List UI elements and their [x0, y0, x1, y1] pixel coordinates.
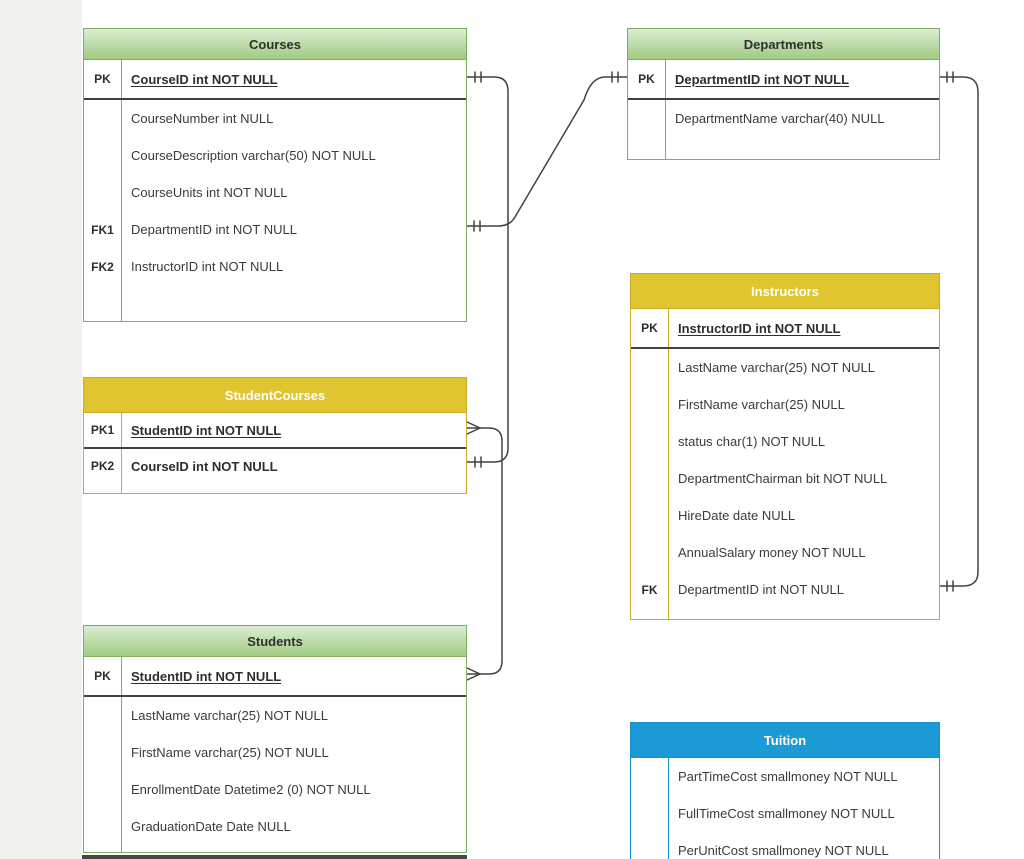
table-body: PK CourseID int NOT NULL CourseNumber int …	[84, 60, 466, 321]
table-title[interactable]: Courses	[84, 29, 466, 60]
table-row[interactable]: FK1 DepartmentID int NOT NULL	[84, 211, 466, 248]
table-row[interactable]: DepartmentName varchar(40) NULL	[628, 100, 939, 137]
key-label: PK	[94, 669, 111, 683]
connector-departments-instructors[interactable]	[939, 71, 979, 592]
table-title[interactable]: Instructors	[631, 274, 939, 309]
connector-studentcourses-students[interactable]	[466, 421, 503, 681]
window-edge	[82, 855, 467, 859]
column-definition: DepartmentID int NOT NULL	[678, 582, 844, 597]
table-body: PK1 StudentID int NOT NULL PK2 CourseID int…	[84, 413, 466, 493]
table-title[interactable]: Departments	[628, 29, 939, 60]
column-definition: StudentID int NOT NULL	[131, 668, 282, 684]
key-label: FK1	[91, 222, 114, 237]
table-body: PartTimeCost smallmoney NOT NULL FullTime…	[631, 758, 939, 859]
table-row[interactable]: LastName varchar(25) NOT NULL	[84, 697, 466, 734]
column-definition: DepartmentID int NOT NULL	[131, 222, 297, 237]
connector-courses-departments[interactable]	[466, 71, 628, 232]
table-title[interactable]: StudentCourses	[84, 378, 466, 413]
entity-table-courses[interactable]: Courses PK CourseID int NOT NULL CourseNum…	[83, 28, 467, 322]
column-definition: LastName varchar(25) NOT NULL	[131, 708, 328, 723]
column-definition: LastName varchar(25) NOT NULL	[678, 360, 875, 375]
column-definition: StudentID int NOT NULL	[131, 422, 282, 438]
table-row[interactable]: CourseNumber int NULL	[84, 100, 466, 137]
table-row[interactable]: PK2 CourseID int NOT NULL	[84, 449, 466, 483]
canvas-margin	[0, 0, 82, 859]
column-definition: status char(1) NOT NULL	[678, 434, 826, 449]
table-row[interactable]: GraduationDate Date NULL	[84, 808, 466, 845]
entity-table-studentcourses[interactable]: StudentCourses PK1 StudentID int NOT NULL…	[83, 377, 467, 494]
table-row[interactable]: DepartmentChairman bit NOT NULL	[631, 460, 939, 497]
table-row[interactable]: PK1 StudentID int NOT NULL	[84, 413, 466, 449]
column-definition: InstructorID int NOT NULL	[131, 259, 284, 274]
column-definition: GraduationDate Date NULL	[131, 819, 291, 834]
table-row[interactable]: PartTimeCost smallmoney NOT NULL	[631, 758, 939, 795]
column-definition: EnrollmentDate Datetime2 (0) NOT NULL	[131, 782, 371, 797]
key-label: PK	[641, 321, 658, 335]
column-definition: FirstName varchar(25) NULL	[678, 397, 845, 412]
column-definition: CourseDescription varchar(50) NOT NULL	[131, 148, 376, 163]
column-definition: CourseNumber int NULL	[131, 111, 274, 126]
table-row[interactable]: LastName varchar(25) NOT NULL	[631, 349, 939, 386]
column-definition: PerUnitCost smallmoney NOT NULL	[678, 843, 889, 858]
column-definition: PartTimeCost smallmoney NOT NULL	[678, 769, 898, 784]
entity-table-departments[interactable]: Departments PK DepartmentID int NOT NULL D…	[627, 28, 940, 160]
table-row[interactable]: PK CourseID int NOT NULL	[84, 60, 466, 100]
key-label: PK1	[90, 423, 115, 437]
table-row[interactable]: PK InstructorID int NOT NULL	[631, 309, 939, 349]
column-definition: DepartmentChairman bit NOT NULL	[678, 471, 888, 486]
column-definition: InstructorID int NOT NULL	[678, 320, 841, 336]
table-row[interactable]: FirstName varchar(25) NOT NULL	[84, 734, 466, 771]
column-definition: CourseID int NOT NULL	[131, 458, 278, 474]
table-row[interactable]: FK2 InstructorID int NOT NULL	[84, 248, 466, 285]
key-label: PK2	[90, 459, 115, 473]
entity-table-tuition[interactable]: Tuition PartTimeCost smallmoney NOT NULL…	[630, 722, 940, 859]
connector-courses-studentcourses[interactable]	[466, 71, 509, 468]
table-row[interactable]: status char(1) NOT NULL	[631, 423, 939, 460]
table-body: PK DepartmentID int NOT NULL DepartmentNam…	[628, 60, 939, 159]
table-body: PK StudentID int NOT NULL LastName varchar…	[84, 657, 466, 852]
key-label: FK	[641, 582, 658, 597]
column-definition: DepartmentName varchar(40) NULL	[675, 111, 885, 126]
column-definition: FirstName varchar(25) NOT NULL	[131, 745, 329, 760]
entity-table-students[interactable]: Students PK StudentID int NOT NULL LastNam…	[83, 625, 467, 853]
table-title[interactable]: Students	[84, 626, 466, 657]
key-label: PK	[94, 72, 111, 86]
table-row[interactable]: PK DepartmentID int NOT NULL	[628, 60, 939, 100]
table-row[interactable]: FK DepartmentID int NOT NULL	[631, 571, 939, 608]
table-row[interactable]: AnnualSalary money NOT NULL	[631, 534, 939, 571]
entity-table-instructors[interactable]: Instructors PK InstructorID int NOT NULL L…	[630, 273, 940, 620]
table-row[interactable]: EnrollmentDate Datetime2 (0) NOT NULL	[84, 771, 466, 808]
column-definition: CourseID int NOT NULL	[131, 71, 278, 87]
table-row[interactable]: PerUnitCost smallmoney NOT NULL	[631, 832, 939, 859]
table-row[interactable]: FullTimeCost smallmoney NOT NULL	[631, 795, 939, 832]
column-definition: HireDate date NULL	[678, 508, 796, 523]
key-label: PK	[638, 72, 655, 86]
key-label: FK2	[91, 259, 114, 274]
table-title[interactable]: Tuition	[631, 723, 939, 758]
table-row[interactable]: CourseDescription varchar(50) NOT NULL	[84, 137, 466, 174]
column-definition: AnnualSalary money NOT NULL	[678, 545, 866, 560]
column-definition: FullTimeCost smallmoney NOT NULL	[678, 806, 895, 821]
column-definition: CourseUnits int NOT NULL	[131, 185, 288, 200]
table-row[interactable]: CourseUnits int NOT NULL	[84, 174, 466, 211]
table-row[interactable]: HireDate date NULL	[631, 497, 939, 534]
table-row[interactable]: PK StudentID int NOT NULL	[84, 657, 466, 697]
column-definition: DepartmentID int NOT NULL	[675, 71, 850, 87]
table-body: PK InstructorID int NOT NULL LastName varc…	[631, 309, 939, 619]
table-row[interactable]: FirstName varchar(25) NULL	[631, 386, 939, 423]
